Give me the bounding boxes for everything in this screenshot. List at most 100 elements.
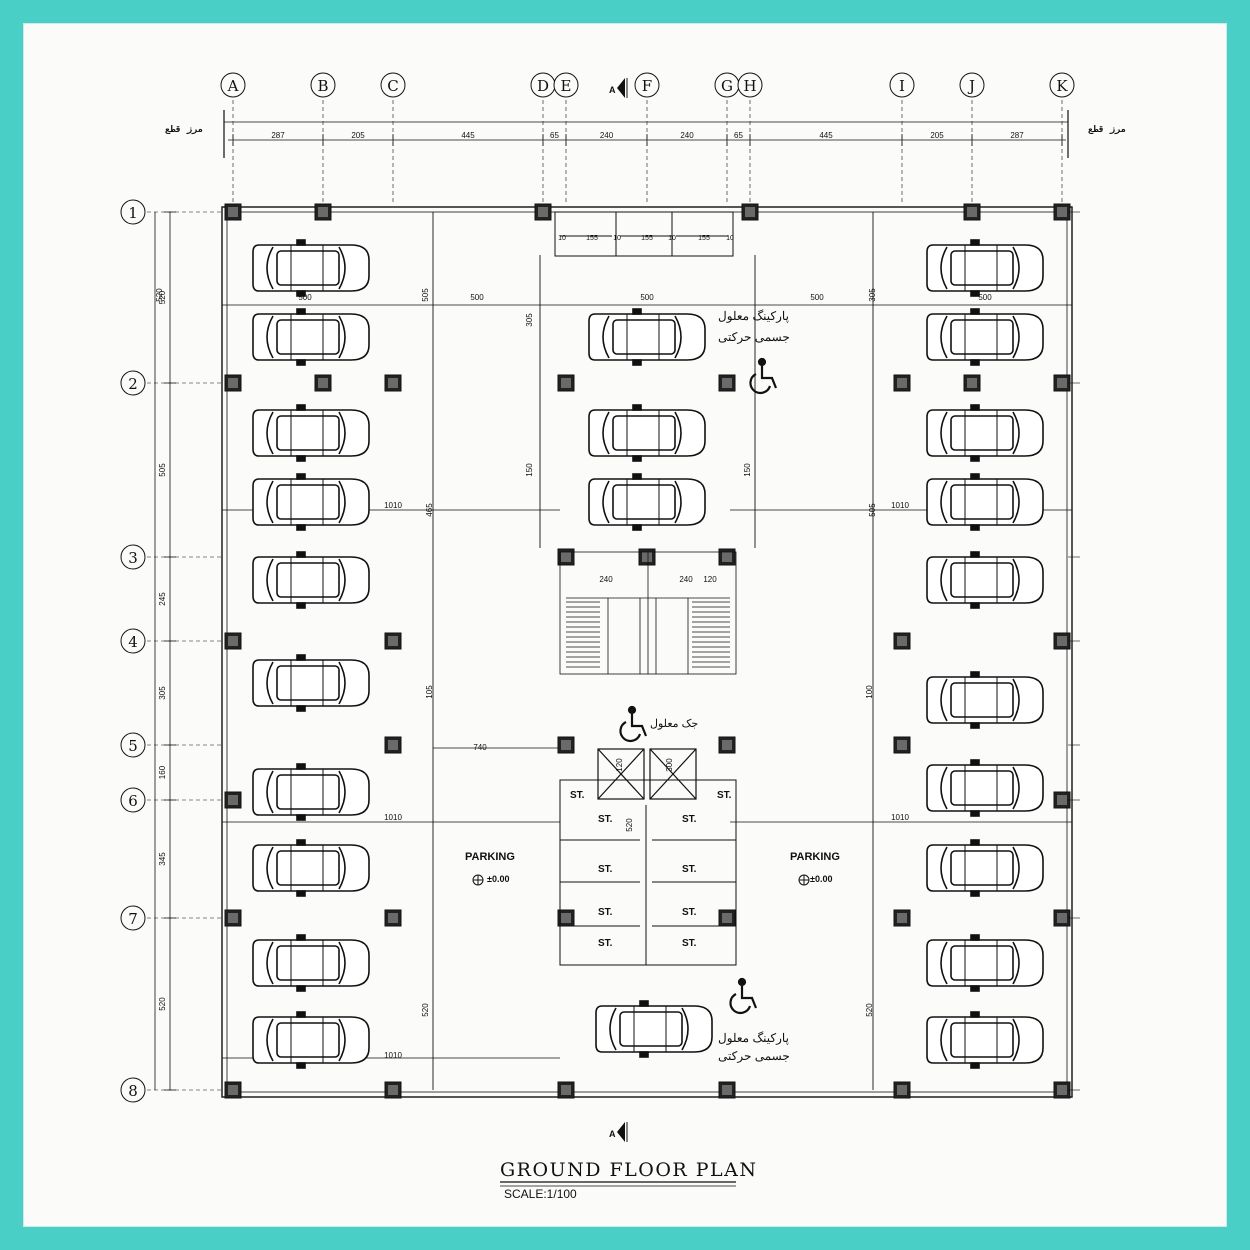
section-arrow-0 bbox=[617, 78, 625, 98]
parked-car bbox=[926, 551, 1044, 609]
car-mirror-left bbox=[296, 239, 306, 246]
cars-layer bbox=[252, 239, 1044, 1069]
wheelchair-body bbox=[760, 366, 778, 389]
wheelchair-head bbox=[757, 357, 767, 367]
left-dim-value: 520 bbox=[158, 997, 167, 1011]
plan-scale: SCALE:1/100 bbox=[504, 1187, 577, 1201]
left-dim-value: 505 bbox=[158, 463, 167, 477]
left-dim-value: 345 bbox=[158, 852, 167, 866]
top-dim-value: 240 bbox=[680, 131, 694, 140]
car-mirror-right bbox=[970, 985, 980, 992]
storage-label: ST. bbox=[682, 938, 697, 949]
car-mirror-right bbox=[970, 524, 980, 531]
wheelchair-wheel bbox=[749, 373, 772, 395]
car-roof bbox=[950, 415, 1014, 451]
parked-car bbox=[252, 763, 370, 821]
column-hatch bbox=[228, 795, 238, 805]
door-width-dim: 155 bbox=[586, 235, 598, 242]
car-roof bbox=[619, 1011, 683, 1047]
parked-car bbox=[252, 654, 370, 712]
column-hatch bbox=[388, 636, 398, 646]
misc-dim-1: 505 bbox=[421, 288, 430, 302]
car-roof bbox=[276, 250, 340, 286]
section-label-1: A bbox=[609, 1129, 616, 1139]
car-roof bbox=[612, 319, 676, 355]
storage-group bbox=[559, 779, 737, 966]
car-mirror-left bbox=[632, 473, 642, 480]
grid-label-row-4: 4 bbox=[128, 633, 138, 651]
car-windshield-rear bbox=[602, 315, 610, 359]
car-windshield-front bbox=[338, 941, 346, 985]
level-mark-right: ±0.00 bbox=[810, 874, 832, 884]
top-dim-value: 287 bbox=[1010, 131, 1024, 140]
grid-bubble-row-4 bbox=[120, 628, 146, 654]
parked-car bbox=[252, 473, 370, 531]
car-windshield-rear bbox=[940, 941, 948, 985]
car-mirror-right bbox=[296, 705, 306, 712]
car-mirror-right bbox=[970, 1062, 980, 1069]
car-windshield-front bbox=[1012, 1018, 1020, 1062]
car-mirror-left bbox=[296, 308, 306, 315]
column-hatch bbox=[561, 913, 571, 923]
car-windshield-front bbox=[338, 1018, 346, 1062]
column-hatch bbox=[228, 378, 238, 388]
bay-dim-4: 500 bbox=[978, 293, 992, 302]
car-mirror-left bbox=[296, 1011, 306, 1018]
grid-bubble-row-7 bbox=[120, 905, 146, 931]
car-mirror-left bbox=[296, 934, 306, 941]
bay-dim-3: 500 bbox=[810, 293, 824, 302]
misc-dim-8: 740 bbox=[473, 743, 487, 752]
parking-label-right: PARKING bbox=[790, 851, 840, 863]
car-mirror-right bbox=[296, 890, 306, 897]
car-windshield-front bbox=[681, 1007, 689, 1051]
grid-label-row-1: 1 bbox=[128, 204, 138, 222]
column-hatch bbox=[228, 913, 238, 923]
parked-car bbox=[926, 473, 1044, 531]
parked-car bbox=[252, 839, 370, 897]
parked-car bbox=[588, 404, 706, 462]
storage-label: ST. bbox=[598, 907, 613, 918]
car-windshield-rear bbox=[940, 411, 948, 455]
misc-dim-7: 100 bbox=[865, 685, 874, 699]
car-mirror-right bbox=[639, 1051, 649, 1058]
storage-label: ST. bbox=[598, 814, 613, 825]
car-windshield-front bbox=[338, 661, 346, 705]
car-windshield-front bbox=[1012, 246, 1020, 290]
column-hatch bbox=[388, 1085, 398, 1095]
grid-bubble-row-1 bbox=[120, 199, 146, 225]
stair-dim: 120 bbox=[703, 575, 717, 584]
column-hatch bbox=[642, 552, 652, 562]
left-dim-value: 305 bbox=[158, 686, 167, 700]
car-mirror-left bbox=[970, 759, 980, 766]
lift-label: جک معلول bbox=[650, 718, 698, 730]
car-mirror-right bbox=[296, 602, 306, 609]
car-mirror-right bbox=[296, 290, 306, 297]
column-hatch bbox=[722, 552, 732, 562]
car-mirror-left bbox=[296, 654, 306, 661]
car-mirror-left bbox=[296, 839, 306, 846]
door-width-dim: 10 bbox=[726, 235, 734, 242]
parked-car bbox=[252, 1011, 370, 1069]
car-mirror-right bbox=[970, 455, 980, 462]
elevator-diag-2 bbox=[597, 748, 645, 800]
grid-label-E: E bbox=[561, 77, 572, 95]
top-dim-value: 65 bbox=[550, 131, 559, 140]
car-windshield-front bbox=[674, 411, 682, 455]
car-mirror-right bbox=[970, 810, 980, 817]
column-hatch bbox=[897, 740, 907, 750]
column-hatch bbox=[1057, 913, 1067, 923]
car-windshield-rear bbox=[940, 558, 948, 602]
elevator-shaft bbox=[597, 748, 645, 800]
misc-dim-10: 300 bbox=[665, 758, 674, 772]
top-dim-value: 240 bbox=[600, 131, 614, 140]
car-roof bbox=[276, 850, 340, 886]
car-windshield-rear bbox=[940, 1018, 948, 1062]
car-roof bbox=[612, 484, 676, 520]
car-windshield-front bbox=[338, 246, 346, 290]
car-windshield-front bbox=[338, 411, 346, 455]
car-mirror-left bbox=[970, 551, 980, 558]
